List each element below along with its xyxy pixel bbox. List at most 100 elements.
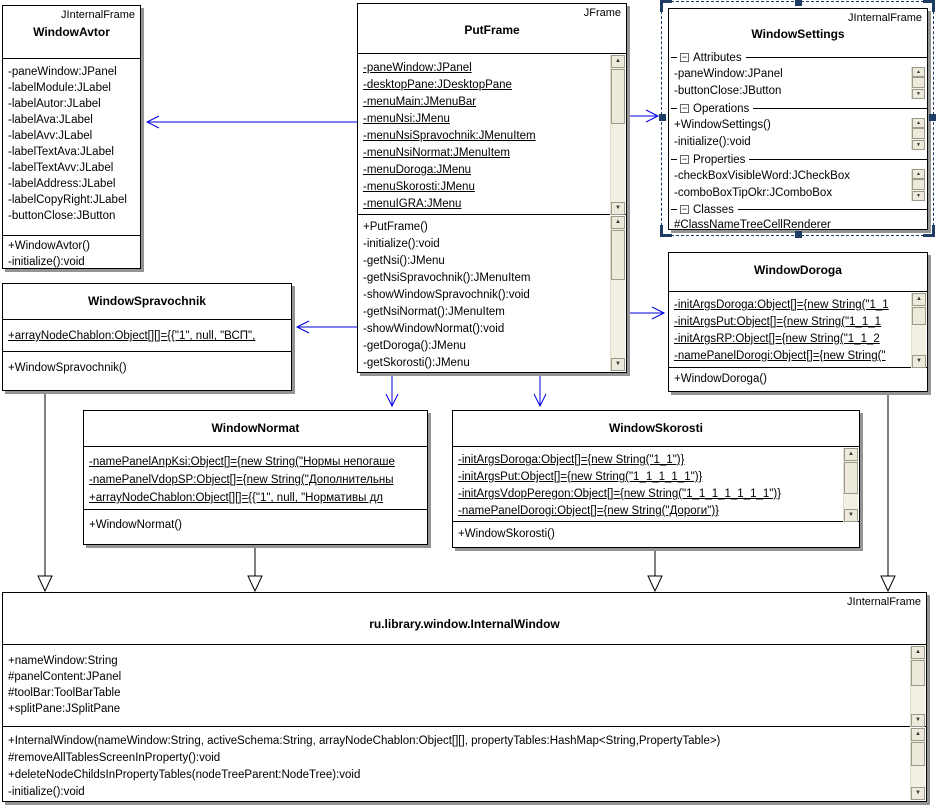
- class-box-windowavtor[interactable]: JInternalFrame WindowAvtor -paneWindow:J…: [2, 5, 141, 269]
- generalization-arrow-windownormat[interactable]: [247, 545, 263, 593]
- scrollbar[interactable]: ▲ ▼: [911, 169, 925, 201]
- scrollbar-thumb[interactable]: [611, 230, 625, 280]
- association-arrow-putframe-windowavtor[interactable]: [145, 115, 357, 129]
- scrollbar-thumb[interactable]: [611, 69, 625, 124]
- attribute: -namePanelDorogi:Object[]={new String(": [674, 350, 886, 362]
- scroll-down-icon[interactable]: ▼: [844, 509, 858, 522]
- attribute: -paneWindow:JPanel: [363, 62, 472, 74]
- methods-compartment: +WindowNormat(): [84, 509, 427, 544]
- scroll-up-icon[interactable]: ▲: [844, 448, 858, 461]
- scrollbar[interactable]: ▲ ▼: [911, 67, 925, 99]
- class-box-windowdoroga[interactable]: WindowDoroga -initArgsDoroga:Object[]={n…: [668, 252, 928, 392]
- scrollbar-thumb[interactable]: [911, 660, 925, 686]
- scroll-up-icon[interactable]: ▲: [912, 118, 925, 128]
- method: +InternalWindow(nameWindow:String, activ…: [8, 735, 721, 747]
- association-arrow-putframe-windowdoroga[interactable]: [627, 306, 666, 320]
- method: -initialize():void: [8, 256, 85, 268]
- class-name: WindowSpravochnik: [88, 294, 206, 308]
- attribute: -desktopPane:JDesktopPane: [363, 79, 512, 91]
- section-header-classes[interactable]: − Classes: [669, 202, 927, 217]
- scroll-down-icon[interactable]: ▼: [911, 787, 925, 800]
- attributes-compartment: -initArgsDoroga:Object[]={new String("1_…: [669, 291, 927, 369]
- attribute: #panelContent:JPanel: [8, 671, 122, 683]
- scroll-down-icon[interactable]: ▼: [912, 191, 925, 201]
- scroll-up-icon[interactable]: ▲: [912, 293, 926, 306]
- section-header-attributes[interactable]: − Attributes: [669, 49, 927, 66]
- attribute: -initArgsDoroga:Object[]={new String("1_…: [674, 299, 889, 311]
- scrollbar-thumb[interactable]: [912, 179, 925, 190]
- scrollbar-thumb[interactable]: [911, 742, 925, 766]
- attribute: -namePanelAnpKsi:Object[]={new String("Н…: [89, 456, 395, 468]
- attribute: +nameWindow:String: [8, 655, 118, 667]
- method: -initialize():void: [8, 786, 85, 798]
- attribute: -buttonClose:JButton: [8, 210, 116, 222]
- class-box-windownormat[interactable]: WindowNormat -namePanelAnpKsi:Object[]={…: [83, 410, 428, 545]
- scroll-down-icon[interactable]: ▼: [912, 140, 925, 150]
- methods-compartment: +WindowSkorosti(): [453, 521, 859, 547]
- method: -getNsiSpravochnik():JMenuItem: [363, 272, 531, 284]
- collapse-icon[interactable]: −: [680, 204, 689, 214]
- collapse-icon[interactable]: −: [680, 52, 689, 62]
- attribute: -menuNsiSpravochnik:JMenuItem: [363, 130, 536, 142]
- attribute: -initArgsRP:Object[]={new String("1_1_2: [674, 333, 880, 345]
- method: #removeAllTablesScreenInProperty():void: [8, 752, 221, 764]
- class-name: ru.library.window.InternalWindow: [369, 617, 560, 631]
- scroll-down-icon[interactable]: ▼: [911, 714, 925, 727]
- section-header-properties[interactable]: − Properties: [669, 151, 927, 168]
- class-box-windowspravochnik[interactable]: WindowSpravochnik +arrayNodeChablon:Obje…: [2, 283, 292, 391]
- attribute: -initArgsPut:Object[]={new String("1_1_1: [674, 316, 882, 328]
- scrollbar[interactable]: ▲ ▼: [610, 216, 625, 371]
- attribute: #toolBar:ToolBarTable: [8, 687, 121, 699]
- class-box-internalwindow[interactable]: JInternalFrame ru.library.window.Interna…: [2, 592, 927, 802]
- scrollbar[interactable]: ▲ ▼: [910, 728, 925, 800]
- method: +WindowSkorosti(): [458, 528, 555, 540]
- section-label: Attributes: [693, 51, 742, 64]
- scroll-up-icon[interactable]: ▲: [911, 728, 925, 741]
- method: -getNsi():JMenu: [363, 255, 445, 267]
- attribute: -initArgsPut:Object[]={new String("1_1_1…: [458, 471, 703, 483]
- generalization-arrow-windowdoroga[interactable]: [880, 393, 896, 593]
- scroll-up-icon[interactable]: ▲: [611, 216, 625, 229]
- method: +deleteNodeChildsInPropertyTables(nodeTr…: [8, 769, 361, 781]
- scrollbar-thumb[interactable]: [912, 307, 926, 325]
- attribute: -labelModule:JLabel: [8, 82, 111, 94]
- scroll-up-icon[interactable]: ▲: [611, 55, 625, 68]
- scrollbar[interactable]: ▲ ▼: [843, 448, 858, 522]
- association-arrow-putframe-windownormat[interactable]: [385, 373, 399, 408]
- association-arrow-putframe-windowspravochnik[interactable]: [295, 320, 357, 334]
- attribute: -namePanelDorogi:Object[]={new String("Д…: [458, 505, 719, 517]
- scrollbar-thumb[interactable]: [912, 128, 925, 139]
- attribute: -initArgsVdopPeregon:Object[]={new Strin…: [458, 488, 782, 500]
- scrollbar[interactable]: ▲ ▼: [911, 118, 925, 150]
- attribute: -labelAva:JLabel: [8, 114, 93, 126]
- scroll-up-icon[interactable]: ▲: [912, 169, 925, 179]
- scrollbar[interactable]: ▲ ▼: [911, 293, 926, 368]
- section-header-operations[interactable]: − Operations: [669, 100, 927, 117]
- generalization-arrow-windowskorosti[interactable]: [647, 548, 663, 593]
- scroll-down-icon[interactable]: ▼: [912, 89, 925, 99]
- collapse-icon[interactable]: −: [680, 103, 689, 113]
- scrollbar[interactable]: ▲ ▼: [910, 646, 925, 727]
- class-name: PutFrame: [464, 23, 520, 37]
- class-name: WindowDoroga: [754, 263, 842, 277]
- scrollbar-thumb[interactable]: [912, 77, 925, 88]
- class-box-putframe[interactable]: JFrame PutFrame -paneWindow:JPanel -desk…: [357, 3, 627, 373]
- collapse-icon[interactable]: −: [680, 154, 689, 164]
- scroll-down-icon[interactable]: ▼: [611, 202, 625, 215]
- scroll-down-icon[interactable]: ▼: [912, 355, 926, 368]
- association-arrow-putframe-windowskorosti[interactable]: [533, 373, 547, 408]
- scrollbar-thumb[interactable]: [844, 462, 858, 494]
- attribute: +splitPane:JSplitPane: [8, 703, 121, 715]
- scroll-up-icon[interactable]: ▲: [911, 646, 925, 659]
- class-box-windowsettings[interactable]: JInternalFrame WindowSettings − Attribut…: [668, 8, 928, 231]
- class-box-windowskorosti[interactable]: WindowSkorosti -initArgsDoroga:Object[]=…: [452, 410, 860, 548]
- generalization-arrow-windowspravochnik[interactable]: [37, 391, 53, 593]
- scrollbar[interactable]: ▲ ▼: [610, 55, 625, 215]
- association-arrow-putframe-windowsettings[interactable]: [627, 109, 660, 123]
- scroll-up-icon[interactable]: ▲: [912, 67, 925, 77]
- attribute: -labelAutor:JLabel: [8, 98, 101, 110]
- scroll-down-icon[interactable]: ▼: [611, 358, 625, 371]
- attributes-compartment: -initArgsDoroga:Object[]={new String("1_…: [453, 446, 859, 523]
